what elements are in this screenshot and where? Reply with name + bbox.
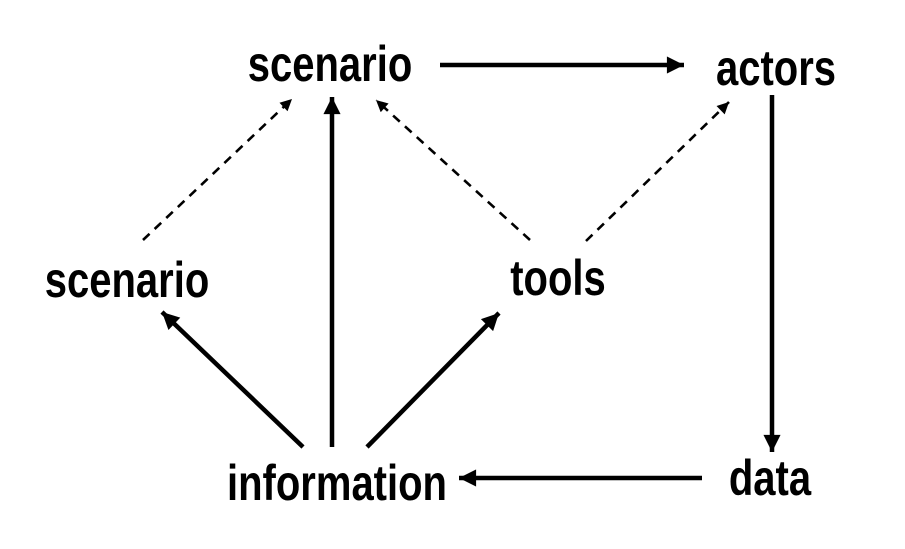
node-actors-label: actors	[715, 40, 837, 96]
node-scenario-left: scenario	[24, 255, 230, 305]
node-data: data	[719, 453, 822, 503]
edge-tools-to-scenario-top	[375, 99, 531, 241]
node-information: information	[200, 458, 475, 508]
node-scenario-left-label: scenario	[44, 252, 210, 308]
node-information-label: information	[227, 455, 447, 511]
node-data-label: data	[728, 450, 812, 506]
node-tools-label: tools	[510, 250, 606, 306]
node-tools: tools	[498, 253, 617, 303]
node-scenario-top-label: scenario	[247, 36, 413, 92]
node-scenario-top: scenario	[227, 39, 433, 89]
node-actors: actors	[701, 43, 851, 93]
edge-scenario-left-to-scenario-top	[142, 98, 293, 241]
edge-information-to-scenario-left	[160, 310, 305, 449]
edge-information-to-tools	[365, 311, 501, 449]
edge-tools-to-actors	[585, 101, 730, 242]
